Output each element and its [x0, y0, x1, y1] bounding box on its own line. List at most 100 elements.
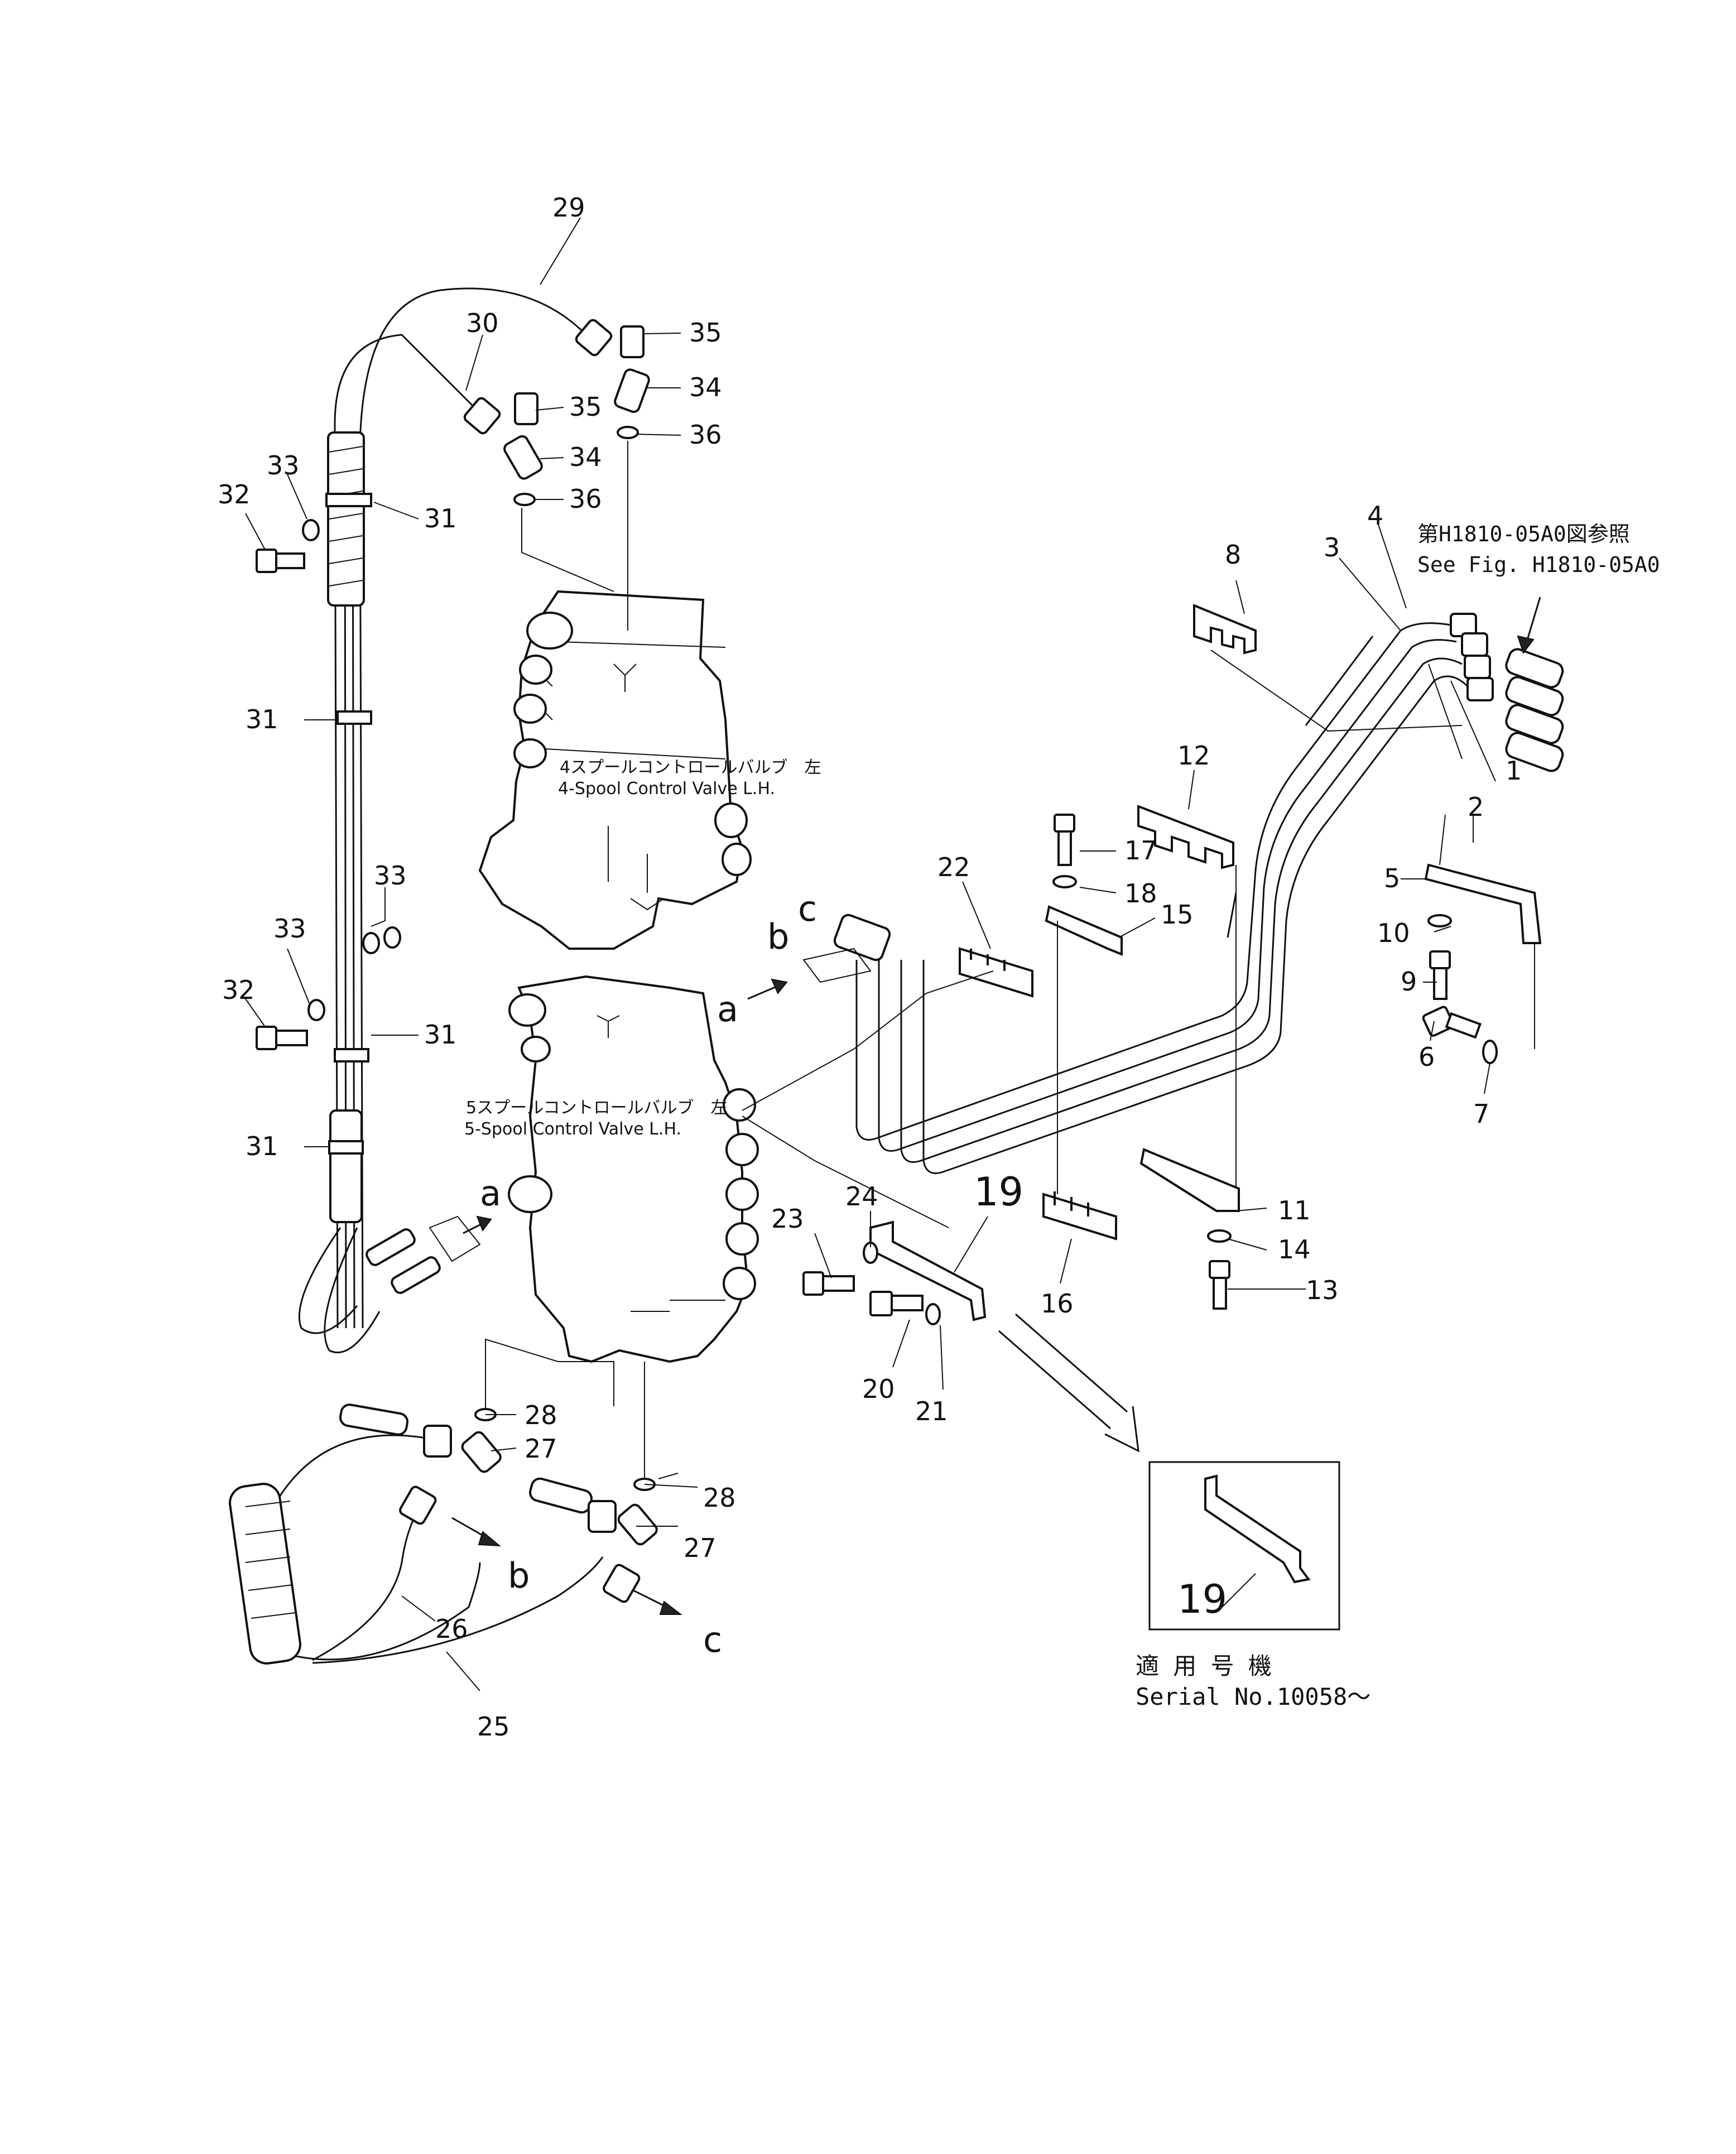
bracket-15 [1045, 905, 1123, 956]
part-label-4: 4 [1367, 501, 1383, 531]
part-label-24: 24 [845, 1181, 878, 1211]
hose-wrap-upper [327, 431, 365, 607]
clamp-12 [1137, 805, 1234, 869]
inset-bracket-19 [1204, 1474, 1311, 1584]
conn-label-c-bottom: c [703, 1619, 722, 1660]
reference-note-en: See Fig. H1810-05A0 [1417, 552, 1660, 577]
arrow-b-bottom-head [478, 1531, 501, 1547]
bracket-11 [1139, 1148, 1240, 1212]
part-label-34b: 34 [569, 442, 602, 472]
hose-clamps-31 [325, 493, 372, 1155]
arrow-c-bottom-head [659, 1600, 682, 1615]
part-label-23: 23 [771, 1204, 804, 1234]
part-label-6: 6 [1418, 1042, 1435, 1072]
part-label-36b: 36 [569, 484, 602, 514]
conn-label-b-center: b [767, 916, 789, 957]
bolts-19-group [802, 1242, 941, 1325]
part-label-32b: 32 [222, 975, 255, 1005]
clamp-22 [959, 947, 1033, 998]
connection-letters: a a b c b c [480, 888, 817, 1660]
hose-wrap-lower [329, 1109, 363, 1223]
arrow-a-left-head [476, 1215, 492, 1232]
part-label-28: 28 [525, 1400, 557, 1430]
part-label-1: 1 [1506, 756, 1522, 786]
part-label-33b: 33 [374, 860, 407, 891]
clamp-8 [1193, 604, 1257, 655]
pipe-end-fittings [1450, 613, 1494, 701]
part-label-27b: 27 [684, 1533, 716, 1563]
part-label-28b: 28 [703, 1483, 736, 1513]
part-label-17: 17 [1124, 835, 1157, 866]
reference-note-jp: 第H1810-05A0図参照 [1417, 522, 1630, 546]
inset-part-label-19: 19 [1177, 1576, 1227, 1622]
conn-label-a-center: a [717, 989, 738, 1030]
bolts-right-side [1052, 814, 1498, 1310]
part-label-14: 14 [1278, 1234, 1311, 1264]
part-label-16: 16 [1041, 1288, 1074, 1319]
part-label-9: 9 [1401, 967, 1417, 997]
bracket-5 [1424, 863, 1542, 944]
hose-fittings-top [463, 319, 650, 506]
applicable-serial-jp: 適 用 号 機 [1136, 1652, 1272, 1680]
part-label-7: 7 [1473, 1099, 1489, 1129]
bracket-19 [869, 1220, 987, 1321]
part-number-labels: 1 2 3 4 5 6 7 8 9 10 11 12 13 14 15 16 1… [218, 193, 1522, 1742]
part-label-22: 22 [937, 852, 970, 882]
hose-loop-bottom [298, 1227, 381, 1354]
arrow-a-center-head [771, 978, 788, 994]
arrow-to-reference-head [1517, 635, 1535, 655]
part-label-27: 27 [525, 1434, 557, 1464]
part-label-18: 18 [1124, 878, 1157, 908]
part-label-13: 13 [1306, 1275, 1339, 1305]
part-label-35a: 35 [689, 318, 722, 348]
part-label-3: 3 [1324, 532, 1340, 562]
part-label-26: 26 [435, 1614, 468, 1644]
assembly-guide-lines [742, 650, 1535, 1228]
steel-pipe-bundle [855, 622, 1469, 1174]
valve-labels: 4スプールコントロールバルブ 左 4-Spool Control Valve L… [464, 758, 821, 1139]
five-spool-label-en: 5-Spool Control Valve L.H. [464, 1119, 681, 1139]
part-label-19: 19 [974, 1169, 1023, 1215]
arrow-to-inset [998, 1313, 1139, 1453]
part-label-36a: 36 [689, 420, 722, 450]
part-label-21: 21 [915, 1396, 948, 1426]
part-label-31d: 31 [246, 1131, 278, 1161]
conn-label-a-left: a [480, 1173, 501, 1214]
five-spool-control-valve [508, 975, 759, 1363]
part-label-11: 11 [1278, 1195, 1311, 1225]
part-label-29: 29 [552, 193, 585, 223]
applicable-serial-no: Serial No.10058～ [1136, 1683, 1370, 1710]
four-spool-label-jp: 4スプールコントロールバルブ 左 [560, 758, 821, 777]
part-label-34a: 34 [689, 372, 722, 402]
inset-box [1148, 1461, 1340, 1631]
conn-label-b-bottom: b [508, 1555, 530, 1596]
hose-ends-left [366, 1215, 481, 1294]
five-spool-label-jp: 5スプールコントロールバルブ 左 [466, 1098, 728, 1118]
center-manifold [802, 913, 891, 983]
part-label-30: 30 [466, 308, 499, 338]
clamp-16 [1042, 1191, 1117, 1241]
part-label-5: 5 [1384, 863, 1400, 893]
part-label-33c: 33 [273, 913, 306, 944]
bolt-32-upper [256, 519, 320, 573]
conn-label-c-center: c [798, 888, 817, 929]
part-label-10: 10 [1377, 918, 1410, 948]
part-label-2: 2 [1468, 792, 1484, 822]
part-label-31c: 31 [424, 1020, 457, 1050]
four-spool-label-en: 4-Spool Control Valve L.H. [558, 779, 775, 799]
part-label-20: 20 [862, 1374, 895, 1404]
part-label-32a: 32 [218, 479, 251, 509]
part-label-8: 8 [1225, 540, 1241, 570]
part-label-15: 15 [1161, 900, 1194, 930]
part-label-12: 12 [1177, 741, 1210, 771]
part-label-31b: 31 [246, 704, 278, 734]
leader-fitting-to-valve-1 [521, 441, 628, 631]
part-label-35b: 35 [569, 392, 602, 422]
bottom-hose-assembly [229, 1338, 658, 1665]
part-label-33a: 33 [267, 450, 300, 480]
four-spool-control-valve [478, 590, 752, 950]
bolt-32-lower [256, 926, 401, 1050]
referenced-fittings [1505, 648, 1564, 772]
leader-lines [245, 217, 1496, 1691]
